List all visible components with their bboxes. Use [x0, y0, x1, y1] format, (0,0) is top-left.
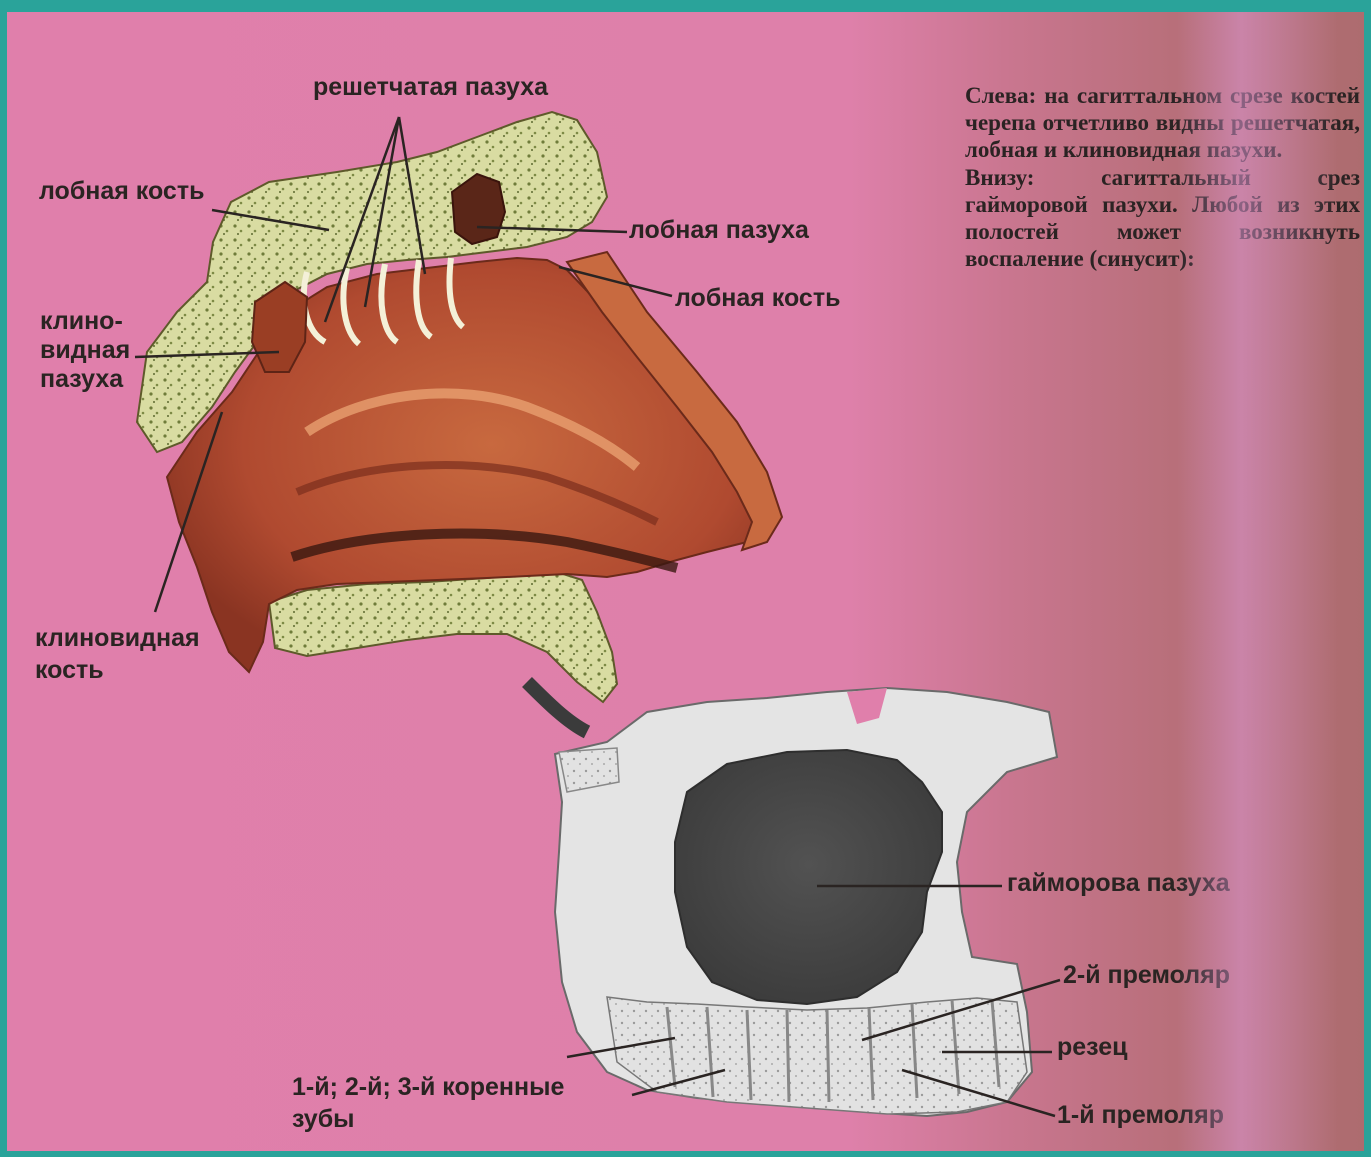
label-premolar-1: 1-й премоляр — [1057, 1102, 1224, 1128]
label-sphenoid-sinus-3: пазуха — [40, 366, 123, 392]
label-maxillary-sinus: гайморова пазуха — [1007, 870, 1230, 896]
label-sphenoid-bone-1: клиновидная — [35, 625, 200, 651]
palate-bone — [269, 572, 617, 702]
caption-paragraph-1: Слева: на сагиттальном срезе костей чере… — [965, 82, 1360, 164]
label-molars-2: зубы — [292, 1106, 355, 1132]
maxillary-sinus-cavity — [675, 750, 942, 1004]
label-ethmoid-sinus: решетчатая пазуха — [313, 74, 548, 100]
label-sphenoid-sinus-1: клино- — [40, 308, 123, 334]
label-frontal-bone-top: лобная кость — [39, 178, 204, 204]
label-premolar-2: 2-й премоляр — [1063, 962, 1230, 988]
airway — [527, 682, 587, 732]
label-frontal-sinus: лобная пазуха — [629, 217, 809, 243]
figure-panel: решетчатая пазуха лобная кость лобная па… — [7, 12, 1364, 1151]
label-incisor: резец — [1057, 1034, 1128, 1060]
skull-section — [137, 112, 782, 732]
label-sphenoid-bone-2: кость — [35, 657, 104, 683]
caption-paragraph-2: Внизу: сагиттальный срез гайморовой пазу… — [965, 164, 1360, 273]
label-sphenoid-sinus-2: видная — [40, 337, 130, 363]
label-molars-1: 1-й; 2-й; 3-й коренные — [292, 1074, 564, 1100]
figure-caption: Слева: на сагиттальном срезе костей чере… — [965, 82, 1360, 272]
label-frontal-bone-right: лобная кость — [675, 285, 840, 311]
teeth-band — [607, 997, 1027, 1114]
